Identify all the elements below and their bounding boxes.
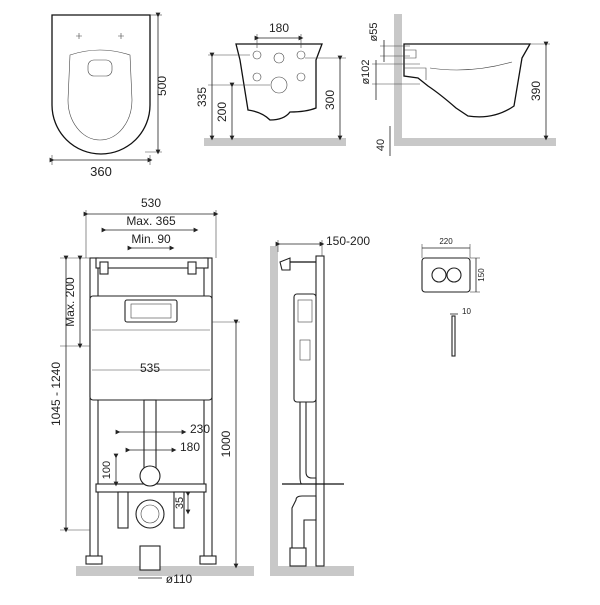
- frame-top-clip-left: [99, 261, 109, 275]
- side-cistern-valve: [299, 339, 311, 361]
- side-floor-strip: [270, 566, 354, 576]
- height-200-label: 200: [215, 102, 229, 122]
- side-post: [315, 255, 325, 567]
- plate-depth-label: 10: [462, 307, 471, 316]
- bowl-front-outline: [235, 43, 323, 121]
- d55-label: ø55: [368, 23, 380, 42]
- side-cistern-detail: [297, 299, 313, 323]
- fixing-hole-lower-left: [252, 72, 262, 82]
- fixing-hole-left: [252, 50, 262, 60]
- frame-drain-pipe: [139, 545, 161, 571]
- frame-foot-right: [199, 555, 217, 565]
- plate-width-label: 220: [439, 237, 453, 246]
- frame-bracket-left: [117, 491, 129, 529]
- frame-foot-left: [85, 555, 103, 565]
- height-300-label: 300: [323, 90, 337, 110]
- frame-outlet-ring: [135, 499, 165, 529]
- side-wall-bracket: [279, 257, 291, 271]
- frame-inlet-connector: [139, 465, 161, 487]
- wall-strip: [394, 14, 402, 144]
- side-drain: [289, 547, 307, 567]
- bowl-top-view: 360 500: [49, 12, 169, 179]
- max-200-label: Max. 200: [63, 277, 77, 327]
- inlet-pipe: [404, 49, 417, 59]
- bowl-side-outline: [403, 43, 532, 118]
- height-1000-label: 1000: [219, 430, 233, 457]
- dim-100-label: 100: [101, 461, 113, 479]
- height-range-label: 1045 - 1240: [49, 362, 63, 426]
- outlet-hole: [270, 76, 288, 94]
- outlet-pipe: [404, 67, 427, 80]
- bowl-top-seat: [67, 49, 133, 141]
- height-390-label: 390: [529, 81, 543, 101]
- height-335-label: 335: [195, 87, 209, 107]
- bowl-depth-label: 500: [155, 76, 169, 96]
- bowl-top-fixings: [76, 33, 124, 39]
- bowl-width-label: 360: [90, 164, 112, 179]
- flush-opening: [124, 299, 178, 323]
- width-535-label: 535: [140, 361, 160, 375]
- frame-front-view: 530 Max. 365 Min. 90 1045 - 1240 Max. 20…: [49, 196, 254, 586]
- d102-label: ø102: [360, 59, 372, 84]
- flush-button-small: [431, 267, 447, 283]
- floor-strip: [204, 138, 346, 146]
- fixing-hole-right: [296, 50, 306, 60]
- flush-button-large: [446, 267, 462, 283]
- drain-110-label: ø110: [166, 572, 193, 586]
- flush-opening-inner: [130, 303, 172, 319]
- frame-outlet-hole: [140, 504, 160, 524]
- fixing-hole-lower-right: [296, 72, 306, 82]
- bowl-inner-line: [429, 61, 513, 71]
- frame-top-clip-right: [187, 261, 197, 275]
- frame-bracket-right: [173, 491, 185, 529]
- plate-height-label: 150: [477, 268, 486, 282]
- dim-180-label: 180: [180, 440, 200, 454]
- hole-spacing-label: 180: [269, 21, 289, 35]
- dim-35-label: 35: [174, 497, 186, 509]
- min-90-label: Min. 90: [131, 232, 171, 246]
- floor-strip-side: [394, 138, 556, 146]
- flush-plate-view: 220 150 10: [421, 237, 486, 357]
- max-365-label: Max. 365: [126, 214, 176, 228]
- frame-top-bar: [95, 257, 209, 269]
- side-wall-strip: [270, 246, 278, 570]
- bowl-top-hinge: [87, 59, 113, 77]
- side-outlet-bend: [291, 495, 317, 549]
- flush-plate-side-profile: [451, 315, 456, 357]
- inlet-hole: [273, 52, 285, 64]
- depth-range-label: 150-200: [326, 234, 370, 248]
- frame-floor-strip: [76, 566, 254, 576]
- side-cistern: [293, 293, 317, 403]
- height-40-label: 40: [375, 139, 387, 151]
- bowl-front-view: 180 335 200 300: [195, 21, 346, 146]
- frame-inlet-pipe: [143, 399, 157, 473]
- width-530-label: 530: [141, 196, 161, 210]
- side-inlet-pipe: [299, 401, 317, 485]
- dim-230-label: 230: [190, 422, 210, 436]
- frame-side-view: 150-200: [270, 234, 370, 576]
- bowl-side-view: ø55 ø102 390 40: [360, 14, 556, 156]
- bowl-top-outline: [51, 14, 151, 155]
